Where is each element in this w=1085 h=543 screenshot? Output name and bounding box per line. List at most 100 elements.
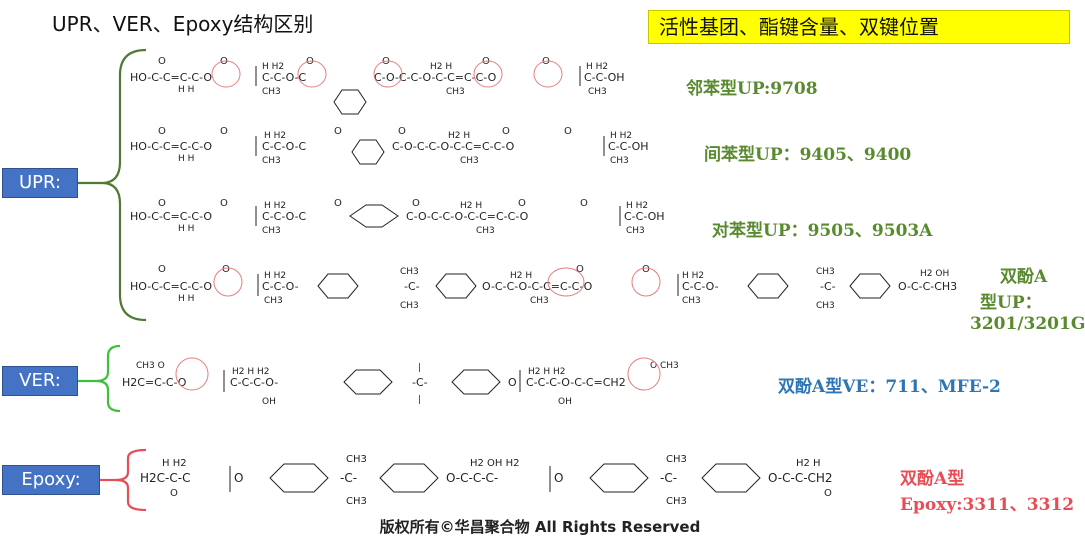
svg-text:C-C-O-C: C-C-O-C <box>262 140 307 153</box>
svg-text:H2 H H2: H2 H H2 <box>528 367 565 377</box>
svg-text:|: | <box>418 363 421 373</box>
svg-text:C-O-C-C-O-C-C=C-C-O: C-O-C-C-O-C-C=C-C-O <box>406 210 529 223</box>
svg-text:O: O <box>508 376 517 389</box>
svg-text:O: O <box>554 471 563 485</box>
epoxy-category-box: Epoxy: <box>2 465 100 495</box>
svg-text:CH3: CH3 <box>816 301 835 311</box>
svg-text:O: O <box>234 471 243 485</box>
svg-text:O-C-C-CH3: O-C-C-CH3 <box>898 280 957 293</box>
svg-text:OH: OH <box>558 397 572 407</box>
svg-text:H H2: H H2 <box>626 201 648 211</box>
ver-bracket <box>78 344 121 413</box>
svg-text:CH3: CH3 <box>816 267 835 277</box>
svg-text:CH3: CH3 <box>626 226 645 236</box>
svg-text:C-C-O-C: C-C-O-C <box>262 71 307 84</box>
svg-text:O-C-C-CH2: O-C-C-CH2 <box>768 471 833 485</box>
svg-text:O: O <box>158 126 166 137</box>
svg-text:H H: H H <box>178 224 194 234</box>
svg-text:HO-C-C=C-C-O: HO-C-C=C-C-O <box>130 140 212 153</box>
svg-text:-C-: -C- <box>820 280 836 293</box>
svg-text:H H2: H H2 <box>262 62 284 72</box>
svg-text:C-C-C-O-C-C=CH2: C-C-C-O-C-C=CH2 <box>526 376 626 389</box>
svg-text:CH3: CH3 <box>530 296 549 306</box>
svg-text:-C-: -C- <box>340 471 357 485</box>
svg-text:CH3: CH3 <box>262 87 281 97</box>
svg-text:CH3: CH3 <box>262 226 281 236</box>
bpa-epoxy-label-line1: 双酚A型 <box>900 469 965 489</box>
page-title: UPR、VER、Epoxy结构区别 <box>52 12 314 36</box>
copyright-footer: 版权所有©华昌聚合物 All Rights Reserved <box>379 518 701 536</box>
svg-text:O: O <box>564 126 572 137</box>
benzene-ring <box>435 273 477 299</box>
svg-text:O: O <box>334 126 342 137</box>
svg-text:CH3: CH3 <box>446 87 465 97</box>
svg-text:CH3: CH3 <box>460 156 479 166</box>
svg-text:O: O <box>220 126 228 137</box>
svg-text:CH3: CH3 <box>262 156 281 166</box>
svg-text:H2 H: H2 H <box>430 62 452 72</box>
ortho-up-label: 邻苯型UP:9708 <box>686 79 818 99</box>
svg-text:O: O <box>398 126 406 137</box>
benzene-ring <box>747 273 789 299</box>
svg-text:H2 H: H2 H <box>510 271 532 281</box>
svg-text:H H2: H H2 <box>264 131 286 141</box>
tere-up-structure: HO-C-C=C-C-O O O H H C-C-O-C H H2 CH3 O … <box>130 198 665 236</box>
svg-text:C-C-OH: C-C-OH <box>608 140 649 153</box>
svg-text:H H2: H H2 <box>610 131 632 141</box>
svg-text:OH: OH <box>262 397 276 407</box>
benzene-ring <box>351 139 385 165</box>
upr-category-box: UPR: <box>2 168 78 198</box>
svg-text:C-O-C-C-O-C-C=C-C-O: C-O-C-C-O-C-C=C-C-O <box>374 71 497 84</box>
svg-text:H H: H H <box>178 294 194 304</box>
svg-text:CH3 O: CH3 O <box>136 361 165 371</box>
benzene-ring <box>589 463 649 493</box>
upr-bracket <box>78 48 147 322</box>
svg-text:H2 H: H2 H <box>796 458 821 469</box>
svg-text:C-C-O-C: C-C-O-C <box>262 210 307 223</box>
svg-text:CH3: CH3 <box>346 496 367 507</box>
benzene-ring <box>317 273 359 299</box>
bpa-epoxy-label-line2: Epoxy:3311、3312 <box>900 495 1075 515</box>
svg-text:H2C=C-C-O: H2C=C-C-O <box>122 376 187 389</box>
svg-text:C-C-O-: C-C-O- <box>262 280 299 293</box>
svg-text:-C-: -C- <box>412 376 428 389</box>
svg-text:H H2: H H2 <box>682 271 704 281</box>
benzene-ring <box>379 463 439 493</box>
benzene-ring <box>269 463 329 493</box>
bpa-up-structure: HO-C-C=C-C-O O O H H C-C-O- H H2 CH3 CH3… <box>130 264 957 311</box>
svg-text:CH3: CH3 <box>610 156 629 166</box>
epoxy-bracket <box>100 448 147 512</box>
svg-text:HO-C-C=C-C-O: HO-C-C=C-C-O <box>130 71 212 84</box>
iso-up-label: 间苯型UP：9405、9400 <box>704 145 912 165</box>
svg-text:O CH3: O CH3 <box>650 361 679 371</box>
svg-text:H H2: H H2 <box>264 271 286 281</box>
bpa-up-label-line2: 型UP： <box>980 293 1042 313</box>
svg-text:CH3: CH3 <box>666 454 687 465</box>
svg-text:CH3: CH3 <box>476 226 495 236</box>
benzene-ring <box>451 369 501 395</box>
svg-text:C-O-C-C-O-C-C=C-C-O: C-O-C-C-O-C-C=C-C-O <box>392 140 515 153</box>
svg-text:HO-C-C=C-C-O: HO-C-C=C-C-O <box>130 280 212 293</box>
svg-text:H H: H H <box>178 154 194 164</box>
svg-text:CH3: CH3 <box>400 267 419 277</box>
svg-text:O: O <box>158 264 166 275</box>
highlight-box: 活性基团、酯键含量、双键位置 <box>648 10 1070 44</box>
svg-text:H H2: H H2 <box>162 458 187 469</box>
ver-category-box: VER: <box>2 366 78 396</box>
svg-text:-C-: -C- <box>660 471 677 485</box>
svg-text:O: O <box>642 264 650 275</box>
svg-text:O: O <box>580 198 588 209</box>
svg-text:H2 OH H2: H2 OH H2 <box>470 458 520 469</box>
svg-text:CH3: CH3 <box>400 301 419 311</box>
benzene-ring <box>701 463 761 493</box>
svg-text:C-C-OH: C-C-OH <box>624 210 665 223</box>
svg-text:O: O <box>222 264 230 275</box>
svg-text:H H: H H <box>178 85 194 95</box>
svg-text:H2 H: H2 H <box>448 131 470 141</box>
svg-text:C-C-O-: C-C-O- <box>682 280 719 293</box>
svg-text:O: O <box>158 198 166 209</box>
svg-text:H H2: H H2 <box>586 62 608 72</box>
svg-text:CH3: CH3 <box>682 296 701 306</box>
svg-text:CH3: CH3 <box>346 454 367 465</box>
